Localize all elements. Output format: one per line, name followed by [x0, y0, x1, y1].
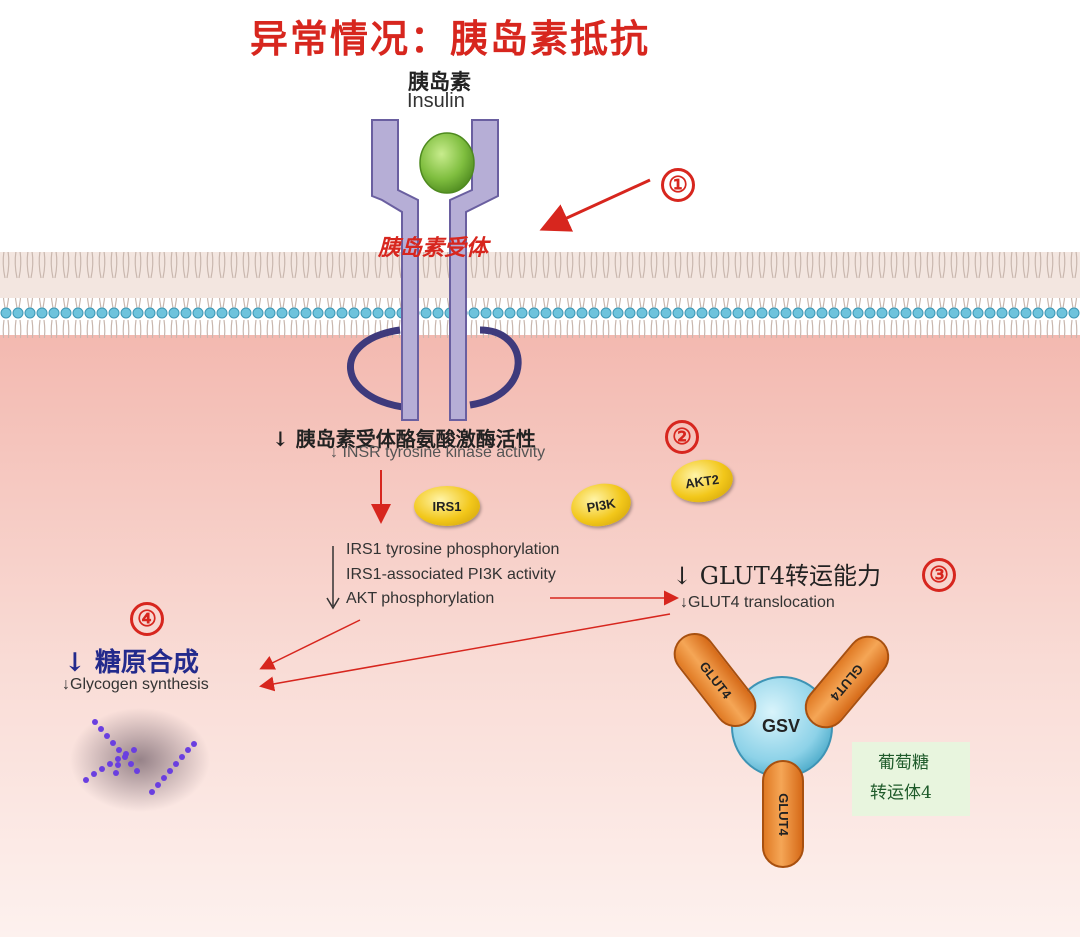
receptor-loop: [347, 326, 522, 412]
receptor-label: 胰岛素受体: [378, 235, 489, 261]
cytoplasm: [0, 335, 1080, 937]
glut4-arm-bottom: GLUT4: [762, 760, 804, 868]
arrow-akt-to-glycogen: [259, 619, 361, 670]
gsv-label: GSV: [762, 716, 801, 736]
marker-4: ④: [130, 602, 164, 636]
kinase-label-en: ↓ INSR tyrosine kinase activity: [330, 444, 546, 461]
cascade-item: AKT phosphorylation: [346, 590, 495, 607]
marker-1: ①: [661, 168, 695, 202]
cell-membrane: [0, 252, 1080, 338]
glycogen-label-cn: ↓ 糖原合成: [64, 648, 199, 678]
glut4-label-cn: ↓ GLUT4转运能力: [672, 562, 882, 590]
glut4-caption-line: 葡萄糖: [878, 753, 929, 773]
glut4-label-en: ↓GLUT4 translocation: [680, 594, 835, 611]
protein-irs1: IRS1: [414, 486, 480, 526]
kinase-label-cn: ↓ 胰岛素受体酪氨酸激酶活性: [272, 427, 536, 451]
glut4-caption-line: 转运体4: [870, 783, 932, 803]
arrow-to-receptor: [539, 178, 651, 232]
marker-2: ②: [665, 420, 699, 454]
insulin-molecule: [419, 132, 475, 194]
insulin-label-en: Insulin: [407, 90, 465, 112]
glycogen-label-en: ↓Glycogen synthesis: [62, 676, 209, 693]
marker-3: ③: [922, 558, 956, 592]
insulin-receptor-shape: [371, 119, 499, 421]
cascade-item: IRS1-associated PI3K activity: [346, 566, 556, 583]
arrow-glut4-to-glycogen: [259, 613, 671, 692]
page-title: 异常情况：胰岛素抵抗: [250, 16, 651, 61]
insulin-label-cn: 胰岛素: [408, 69, 471, 94]
glut4-caption-box: [852, 742, 970, 816]
glycogen-granule: [70, 708, 210, 812]
cascade-item: IRS1 tyrosine phosphorylation: [346, 541, 560, 558]
